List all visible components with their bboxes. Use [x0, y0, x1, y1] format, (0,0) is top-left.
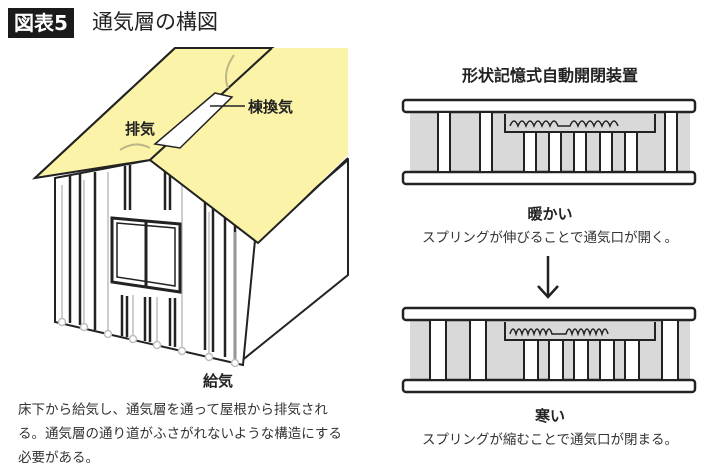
cold-label: 寒い: [534, 407, 565, 425]
exhaust-arrow-left: [119, 143, 151, 151]
figure-title: 通気層の構図: [92, 10, 218, 34]
house-caption: 床下から給気し、通気層を通って屋根から排気される。通気層の通り道がふさがれないよ…: [18, 402, 342, 466]
cold-caption: スプリングが縮むことで通気口が閉まる。: [421, 432, 679, 448]
spring-compressed: [504, 322, 656, 341]
figure-tag: 図表5: [8, 8, 74, 38]
warm-label: 暖かい: [527, 205, 573, 223]
window: [110, 216, 182, 294]
roof-right-slope: [150, 48, 348, 243]
device-closed: [401, 306, 697, 394]
exhaust-arrow-up: [225, 54, 235, 89]
down-arrow-icon: [537, 256, 559, 299]
ridge-vent-label: 棟換気: [248, 98, 294, 116]
device-open: [401, 98, 697, 186]
device-title: 形状記憶式自動開閉装置: [461, 66, 638, 85]
airflow-arrows: [57, 172, 240, 368]
exhaust-label: 排気: [125, 120, 156, 138]
warm-caption: スプリングが伸びることで通気口が開く。: [421, 230, 679, 246]
spring-extended: [504, 114, 656, 133]
intake-label: 給気: [203, 372, 234, 390]
house-drawing: [31, 47, 349, 368]
